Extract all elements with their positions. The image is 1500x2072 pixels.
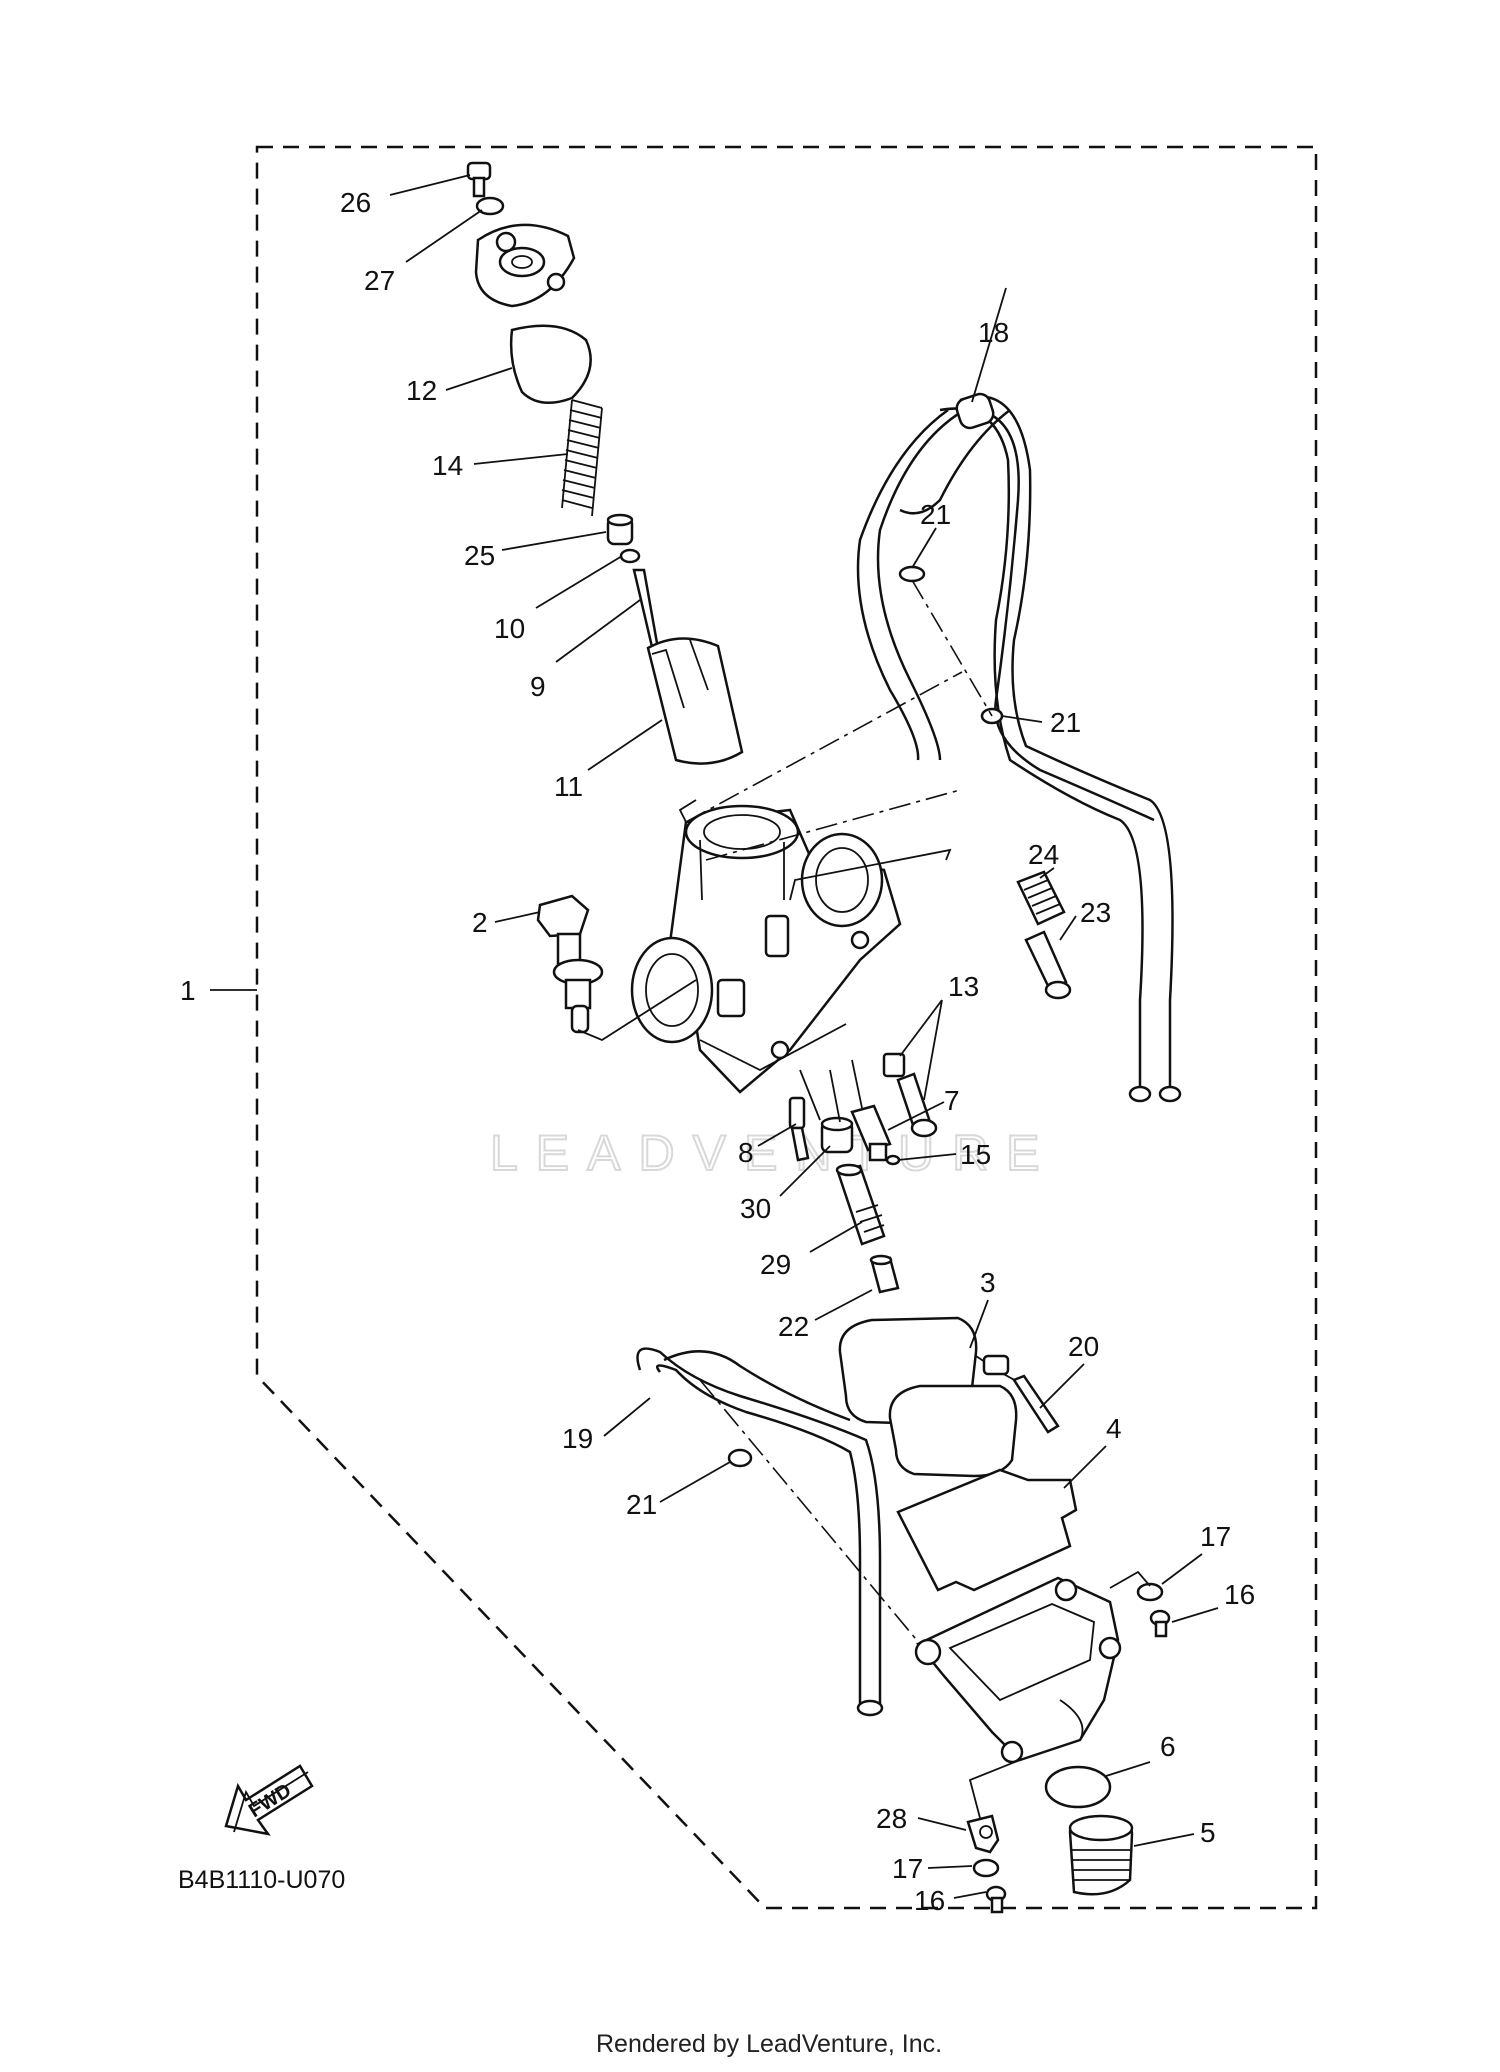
- callout-12: 12: [406, 375, 437, 406]
- callout-20: 20: [1068, 1331, 1099, 1362]
- part-28-bracket: [966, 1814, 1000, 1854]
- part-14-spring: [561, 399, 603, 517]
- callout-7: 7: [944, 1085, 960, 1116]
- callout-13: 13: [948, 971, 979, 1002]
- part-20-pin: [1012, 1374, 1060, 1434]
- part-27-washer: [475, 196, 505, 216]
- part-5-drain-plug: [1068, 1814, 1134, 1896]
- callout-17-bottom: 17: [892, 1853, 923, 1884]
- part-8-jet: [788, 1096, 810, 1162]
- diagram-part-code: B4B1110-U070: [178, 1866, 345, 1894]
- callout-18: 18: [978, 317, 1009, 348]
- callout-16-bottom: 16: [914, 1885, 945, 1916]
- callout-1: 1: [180, 975, 196, 1006]
- callout-23: 23: [1080, 897, 1111, 928]
- part-29-needle-jet: [835, 1163, 886, 1246]
- part-top-cover: [474, 223, 576, 308]
- leader-lines: [210, 174, 1219, 1899]
- part-12-gasket: [509, 324, 592, 405]
- part-11-throttle-valve: [646, 637, 744, 765]
- callout-15: 15: [960, 1139, 991, 1170]
- part-22-main-jet: [869, 1254, 900, 1294]
- callout-21-middle: 21: [1050, 707, 1081, 738]
- callout-numbers: 26 27 12 14 25 10 9 11 2 1 18 21 21 24 2…: [180, 187, 1255, 1916]
- callout-11: 11: [554, 771, 583, 802]
- callout-8: 8: [738, 1137, 754, 1168]
- callout-4: 4: [1106, 1413, 1122, 1444]
- callout-29: 29: [760, 1249, 791, 1280]
- render-credit: Rendered by LeadVenture, Inc.: [596, 2030, 942, 2058]
- part-19-hose: [636, 1347, 884, 1717]
- callout-14: 14: [432, 450, 463, 481]
- callout-21-upper: 21: [920, 499, 951, 530]
- part-6-oring: [1044, 1765, 1112, 1809]
- part-17-washer-top: [1136, 1582, 1164, 1602]
- fwd-arrow: FWD: [224, 1764, 314, 1836]
- alignment-lines: [577, 579, 1151, 1819]
- part-23-screw: [1024, 930, 1072, 1000]
- assembly-boundary: [255, 145, 1318, 1910]
- callout-2: 2: [472, 907, 488, 938]
- callout-24: 24: [1028, 839, 1059, 870]
- part-13-screw: [882, 1052, 938, 1138]
- part-26-screw: [466, 161, 492, 198]
- part-15-oring: [885, 1154, 901, 1166]
- part-7-jet: [850, 1104, 892, 1162]
- part-16-screw-top: [1149, 1609, 1171, 1638]
- part-16-screw-bottom: [985, 1885, 1007, 1914]
- callout-30: 30: [740, 1193, 771, 1224]
- part-17-washer-bottom: [972, 1858, 1000, 1878]
- callout-10: 10: [494, 613, 525, 644]
- part-21-clip-lower: [727, 1448, 753, 1468]
- part-4-gasket: [896, 1468, 1078, 1592]
- callout-27: 27: [364, 265, 395, 296]
- part-30-nozzle: [820, 1116, 854, 1154]
- part-3-float: [838, 1316, 1019, 1478]
- callout-6: 6: [1160, 1731, 1176, 1762]
- callout-26: 26: [340, 187, 371, 218]
- callout-25: 25: [464, 540, 495, 571]
- part-24-spring: [1016, 870, 1066, 926]
- watermark-text: LEADVENTURE: [490, 1125, 1058, 1181]
- callout-16-top: 16: [1224, 1579, 1255, 1610]
- part-carburetor-body: [630, 804, 902, 1094]
- callout-21-lower: 21: [626, 1489, 657, 1520]
- part-float-chamber: [914, 1576, 1122, 1764]
- callout-19: 19: [562, 1423, 593, 1454]
- part-25-seat: [606, 513, 634, 546]
- callout-17-top: 17: [1200, 1521, 1231, 1552]
- callout-3: 3: [980, 1267, 996, 1298]
- callout-9: 9: [530, 671, 546, 702]
- callout-28: 28: [876, 1803, 907, 1834]
- part-10-clip: [619, 548, 641, 564]
- part-18-hose: [856, 392, 1182, 1103]
- part-2-starter-plunger: [536, 894, 604, 1034]
- part-21-clip-upper: [898, 565, 926, 583]
- callout-5: 5: [1200, 1817, 1216, 1848]
- callout-22: 22: [778, 1311, 809, 1342]
